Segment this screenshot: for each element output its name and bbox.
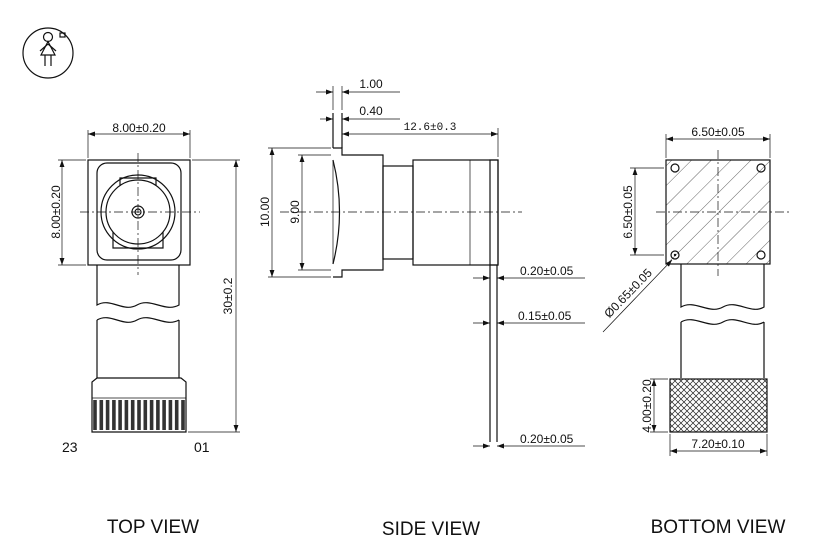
top-width-dim: 8.00±0.20 <box>112 121 166 135</box>
top-view-label: TOP VIEW <box>107 517 199 538</box>
bottom-hole-dim: Ø0.65±0.05 <box>601 266 655 321</box>
bottom-view-label: BOTTOM VIEW <box>651 517 786 538</box>
connector-pin <box>181 400 185 430</box>
side-view: 1.00 0.40 12.6±0.3 10.00 9.00 0.20±0.05 … <box>258 77 585 540</box>
connector-pin <box>124 400 129 430</box>
connector-pin <box>130 400 135 430</box>
top-length-dim: 30±0.2 <box>221 277 235 314</box>
bottom-pad-width-dim: 7.20±0.10 <box>691 437 745 451</box>
connector-pin <box>174 400 179 430</box>
connector-pin <box>162 400 166 430</box>
connector-pin <box>105 400 110 430</box>
connector-pin <box>112 400 116 430</box>
connector-pin <box>99 400 104 430</box>
side-dim-fpc-top: 0.20±0.05 <box>520 264 574 278</box>
pin-label-01: 01 <box>194 439 210 455</box>
bottom-pad-height-dim: 4.00±0.20 <box>640 379 654 433</box>
connector-pin <box>156 400 160 430</box>
side-dim-fpc-bottom: 0.20±0.05 <box>520 432 574 446</box>
bottom-view: 6.50±0.05 6.50±0.05 Ø0.65±0.05 4.00±0.20… <box>601 125 790 538</box>
pin-label-23: 23 <box>62 439 78 455</box>
side-dim-inner-height: 9.00 <box>288 200 302 224</box>
connector-pin <box>168 400 173 430</box>
top-height-dim: 8.00±0.20 <box>49 185 63 239</box>
connector-pins <box>93 400 185 430</box>
side-dim-1-00: 1.00 <box>359 77 383 91</box>
connector-pin <box>137 400 141 430</box>
top-view: 8.00±0.20 8.00±0.20 30±0.2 23 01 TOP VIE… <box>49 121 240 538</box>
connector-pin <box>149 400 154 430</box>
side-dim-length: 12.6±0.3 <box>404 122 457 134</box>
connector-pin <box>143 400 148 430</box>
bottom-width-dim: 6.50±0.05 <box>691 125 745 139</box>
side-dim-outer-height: 10.00 <box>258 197 272 227</box>
bottom-height-dim: 6.50±0.05 <box>621 185 635 239</box>
person-sign-icon <box>22 27 74 79</box>
side-view-label: SIDE VIEW <box>382 519 480 540</box>
connector-pin <box>93 400 97 430</box>
side-dim-0-40: 0.40 <box>359 104 383 118</box>
connector-pin <box>118 400 122 430</box>
side-dim-fpc-mid: 0.15±0.05 <box>518 309 572 323</box>
